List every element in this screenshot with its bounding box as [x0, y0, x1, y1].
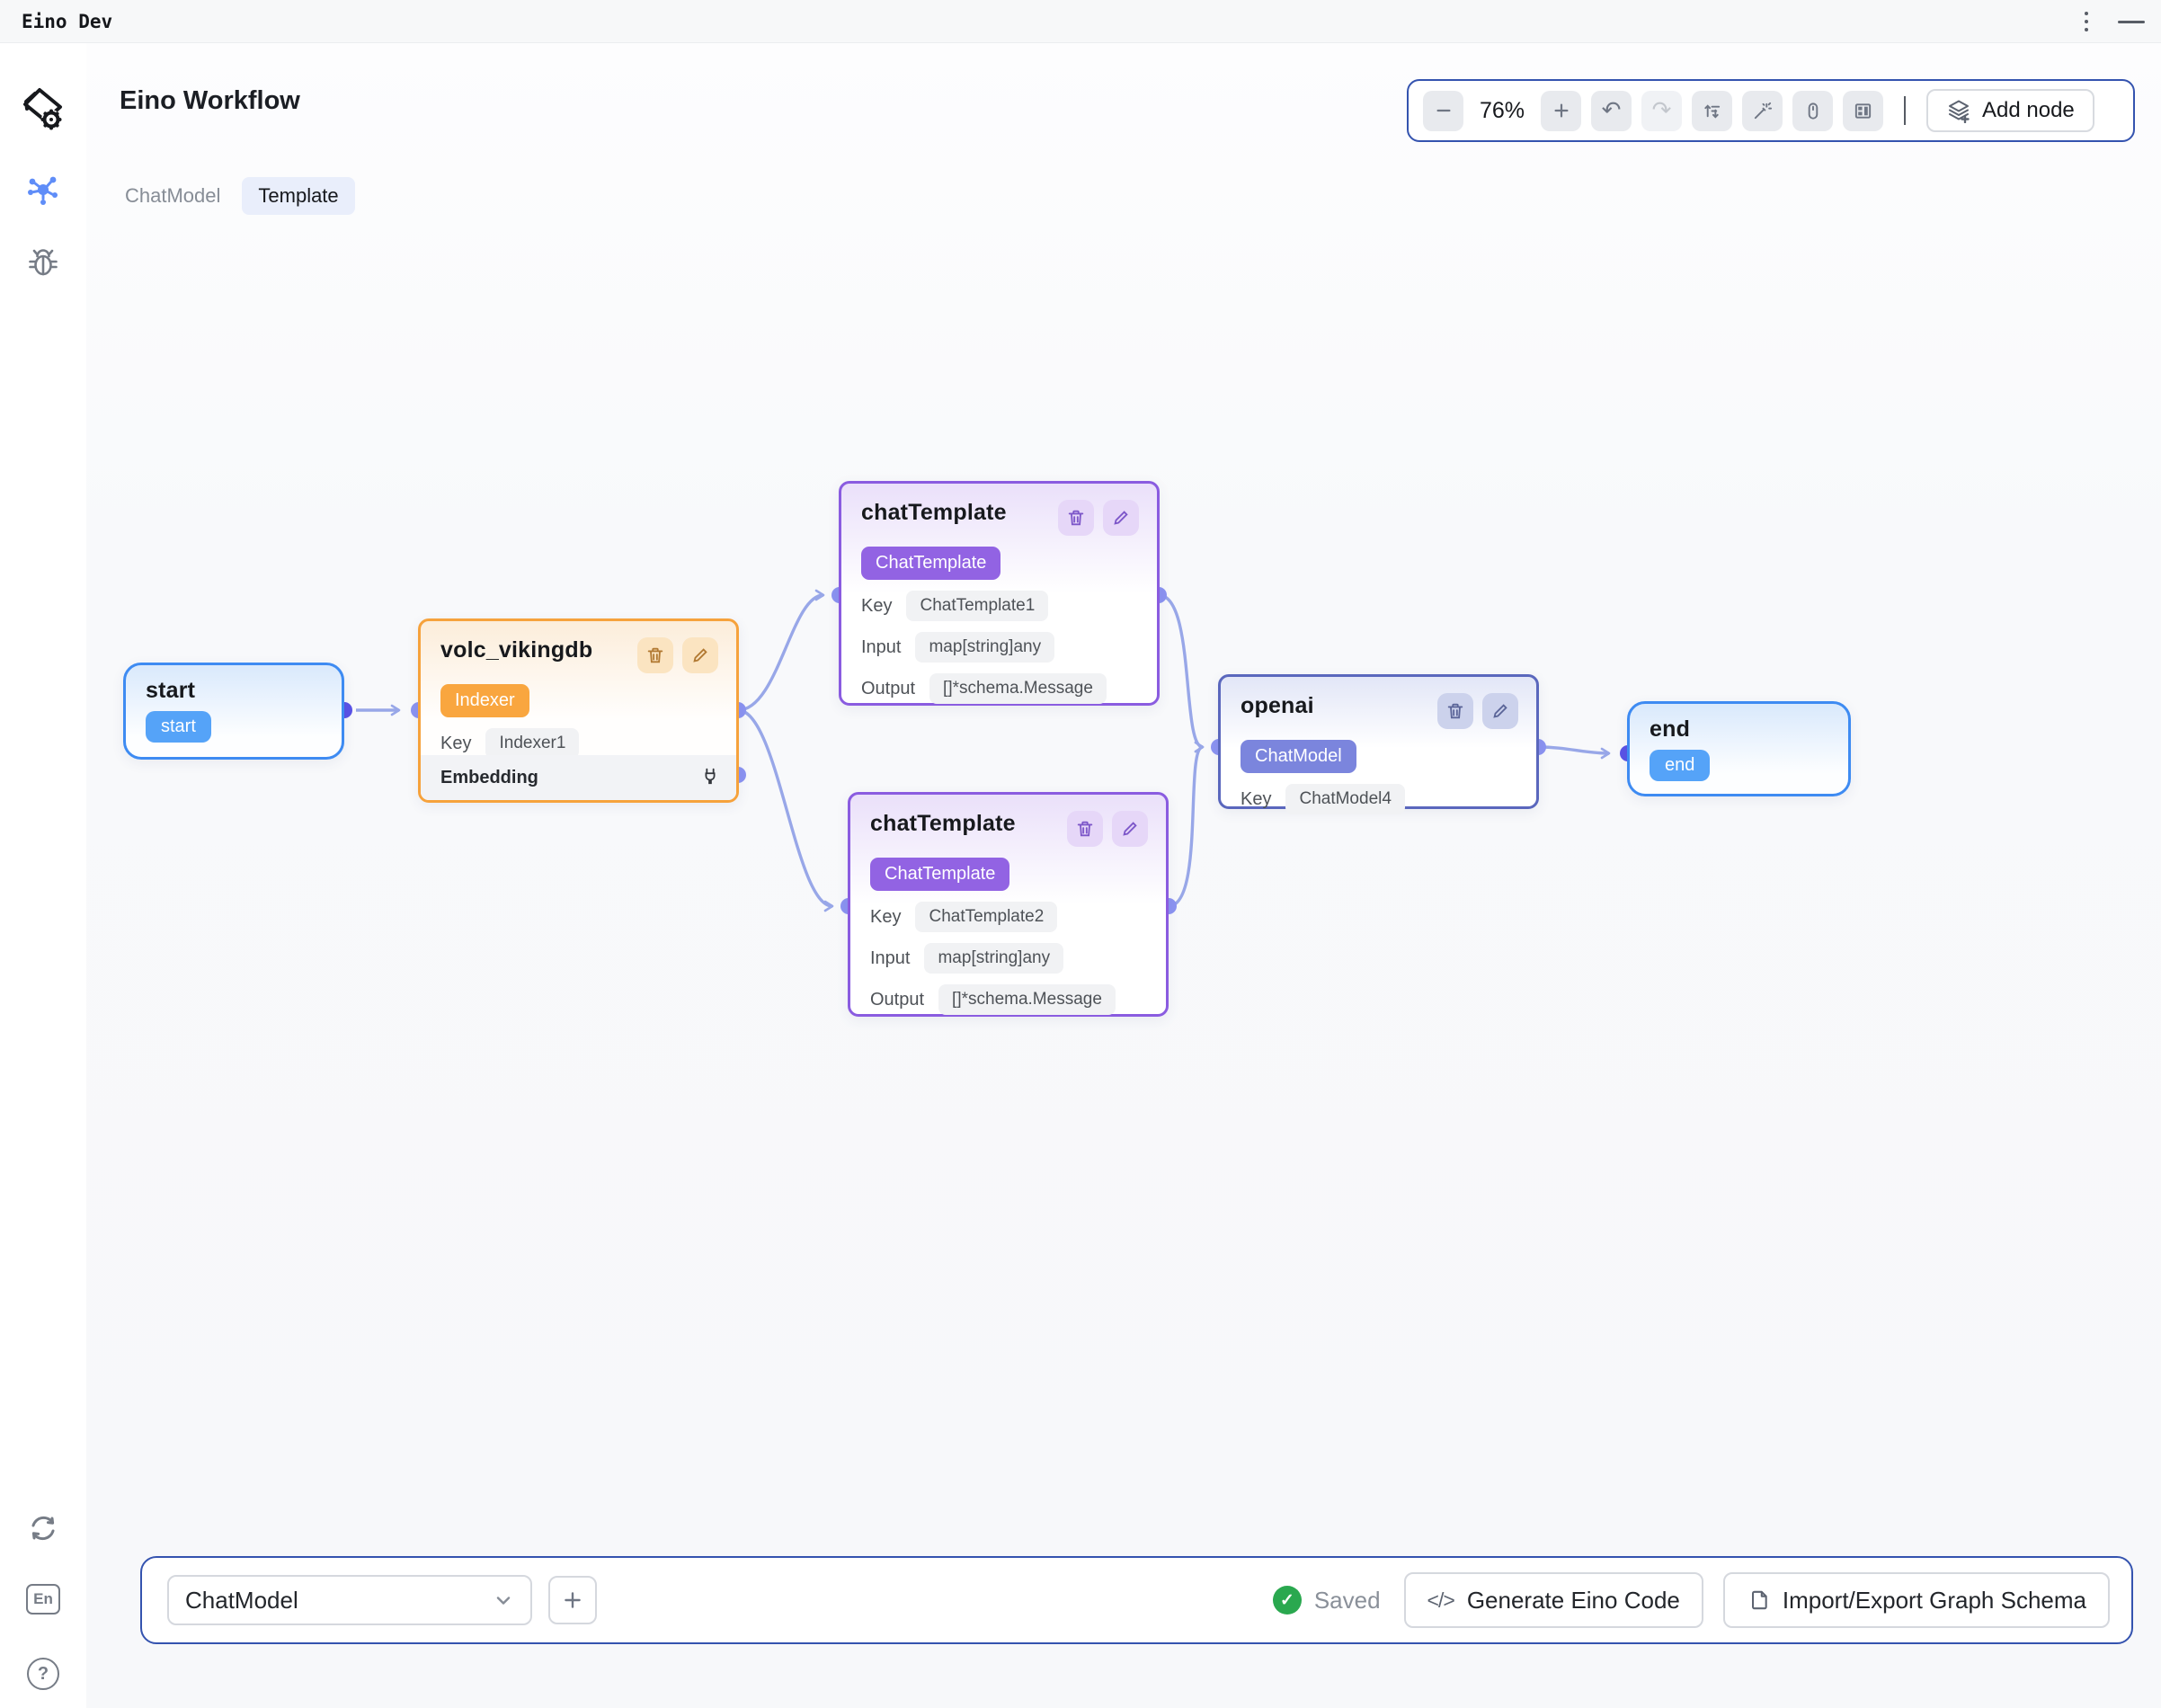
minimap-icon [1854, 102, 1872, 119]
save-status-text: Saved [1313, 1586, 1381, 1614]
chevron-down-icon [496, 1597, 511, 1605]
help-label: ? [37, 1663, 49, 1684]
node-chattemplate-1[interactable]: chatTemplate ChatTemplate Key ChatTempla… [839, 481, 1160, 706]
field-label: Key [440, 733, 472, 753]
undo-icon: ↶ [1601, 97, 1622, 124]
field-value: Indexer1 [485, 728, 580, 759]
language-icon[interactable]: En [26, 1584, 60, 1615]
tab-template[interactable]: Template [242, 177, 355, 215]
mouse-icon [1808, 102, 1819, 120]
node-title: chatTemplate [870, 811, 1016, 836]
node-openai[interactable]: openai ChatModel Key ChatModel4 [1218, 674, 1539, 814]
page-title: Eino Workflow [120, 86, 300, 115]
add-node-button[interactable]: Add node [1926, 89, 2094, 132]
left-sidebar: En ? [0, 43, 86, 1708]
generate-code-button[interactable]: </> Generate Eino Code [1403, 1572, 1703, 1628]
mouse-mode-button[interactable] [1792, 90, 1833, 131]
plug-icon [700, 766, 720, 790]
code-icon: </> [1427, 1588, 1455, 1612]
field-label: Key [870, 906, 902, 927]
zoom-in-button[interactable] [1541, 90, 1581, 131]
zoom-out-button[interactable] [1423, 90, 1463, 131]
language-label: En [33, 1590, 53, 1607]
node-title: start [146, 678, 196, 703]
field-value: map[string]any [915, 632, 1055, 663]
node-type-badge: Indexer [440, 684, 529, 717]
undo-button[interactable]: ↶ [1591, 90, 1632, 131]
workflow-tabs: ChatModel Template [120, 176, 355, 216]
node-type-select-value: ChatModel [185, 1586, 298, 1614]
field-value: []*schema.Message [929, 673, 1107, 704]
node-end[interactable]: end end [1627, 701, 1851, 796]
node-type-badge: ChatTemplate [861, 547, 1001, 580]
app-title: Eino Dev [22, 10, 113, 32]
delete-node-button[interactable] [1437, 693, 1473, 729]
field-value: ChatTemplate2 [915, 902, 1058, 932]
node-title: chatTemplate [861, 500, 1007, 525]
node-type-badge: ChatTemplate [870, 858, 1010, 891]
node-volc-vikingdb[interactable]: volc_vikingdb Indexer Key Indexer1 Embed… [418, 618, 739, 803]
field-value: ChatModel4 [1285, 784, 1405, 814]
kebab-menu-icon[interactable] [2078, 10, 2094, 33]
field-value: ChatTemplate1 [906, 591, 1049, 621]
node-type-badge: ChatModel [1241, 740, 1356, 773]
field-value: map[string]any [924, 943, 1064, 974]
node-type-select[interactable]: ChatModel [167, 1575, 532, 1625]
field-label: Key [1241, 788, 1272, 809]
field-label: Key [861, 595, 893, 616]
node-title: end [1650, 716, 1691, 742]
check-icon: ✓ [1272, 1586, 1302, 1615]
field-label: Output [870, 989, 925, 1010]
zoom-level: 76% [1479, 97, 1525, 123]
embedding-label: Embedding [440, 767, 538, 787]
field-label: Input [861, 636, 902, 657]
schema-file-icon [1751, 1590, 1767, 1610]
node-type-badge: start [146, 711, 211, 743]
redo-button[interactable]: ↷ [1641, 90, 1682, 131]
field-value: []*schema.Message [938, 984, 1116, 1015]
eino-logo-icon[interactable] [18, 83, 68, 133]
add-node-icon [1949, 100, 1970, 123]
auto-layout-icon [1704, 103, 1721, 119]
import-export-schema-button[interactable]: Import/Export Graph Schema [1722, 1572, 2110, 1628]
field-label: Output [861, 678, 916, 698]
refresh-icon[interactable] [25, 1510, 61, 1546]
generate-code-label: Generate Eino Code [1466, 1586, 1680, 1614]
edit-node-button[interactable] [1103, 500, 1139, 536]
magic-wand-icon [1754, 102, 1773, 119]
node-chattemplate-2[interactable]: chatTemplate ChatTemplate Key ChatTempla… [848, 792, 1169, 1017]
import-export-label: Import/Export Graph Schema [1782, 1586, 2086, 1614]
node-title: volc_vikingdb [440, 637, 593, 663]
add-node-type-button[interactable] [548, 1576, 597, 1624]
help-icon[interactable]: ? [27, 1658, 59, 1690]
titlebar: Eino Dev [0, 0, 2161, 43]
node-start[interactable]: start start [123, 663, 344, 760]
tab-chatmodel[interactable]: ChatModel [125, 184, 221, 207]
delete-node-button[interactable] [1067, 811, 1103, 847]
auto-layout-button[interactable] [1692, 90, 1732, 131]
edit-node-button[interactable] [1482, 693, 1518, 729]
minimap-button[interactable] [1843, 90, 1883, 131]
toolbar-divider [1904, 96, 1906, 125]
redo-icon: ↷ [1651, 97, 1672, 124]
save-status: ✓ Saved [1272, 1586, 1381, 1615]
minimize-icon[interactable] [2118, 20, 2145, 23]
bottom-action-bar: ChatModel ✓ Saved </> Generate Eino Code [140, 1556, 2133, 1644]
edit-node-button[interactable] [1112, 811, 1148, 847]
magic-wand-button[interactable] [1742, 90, 1783, 131]
embedding-slot[interactable]: Embedding [421, 755, 736, 800]
node-type-badge: end [1650, 750, 1711, 781]
canvas-toolbar: 76% ↶ ↷ [1407, 79, 2135, 142]
delete-node-button[interactable] [1058, 500, 1094, 536]
edit-node-button[interactable] [682, 637, 718, 673]
workflow-nav-icon[interactable] [24, 171, 62, 209]
debug-bug-icon[interactable] [25, 245, 61, 280]
add-node-label: Add node [1982, 98, 2075, 122]
node-title: openai [1241, 693, 1314, 718]
delete-node-button[interactable] [637, 637, 673, 673]
field-label: Input [870, 947, 911, 968]
plus-icon [565, 1592, 581, 1608]
